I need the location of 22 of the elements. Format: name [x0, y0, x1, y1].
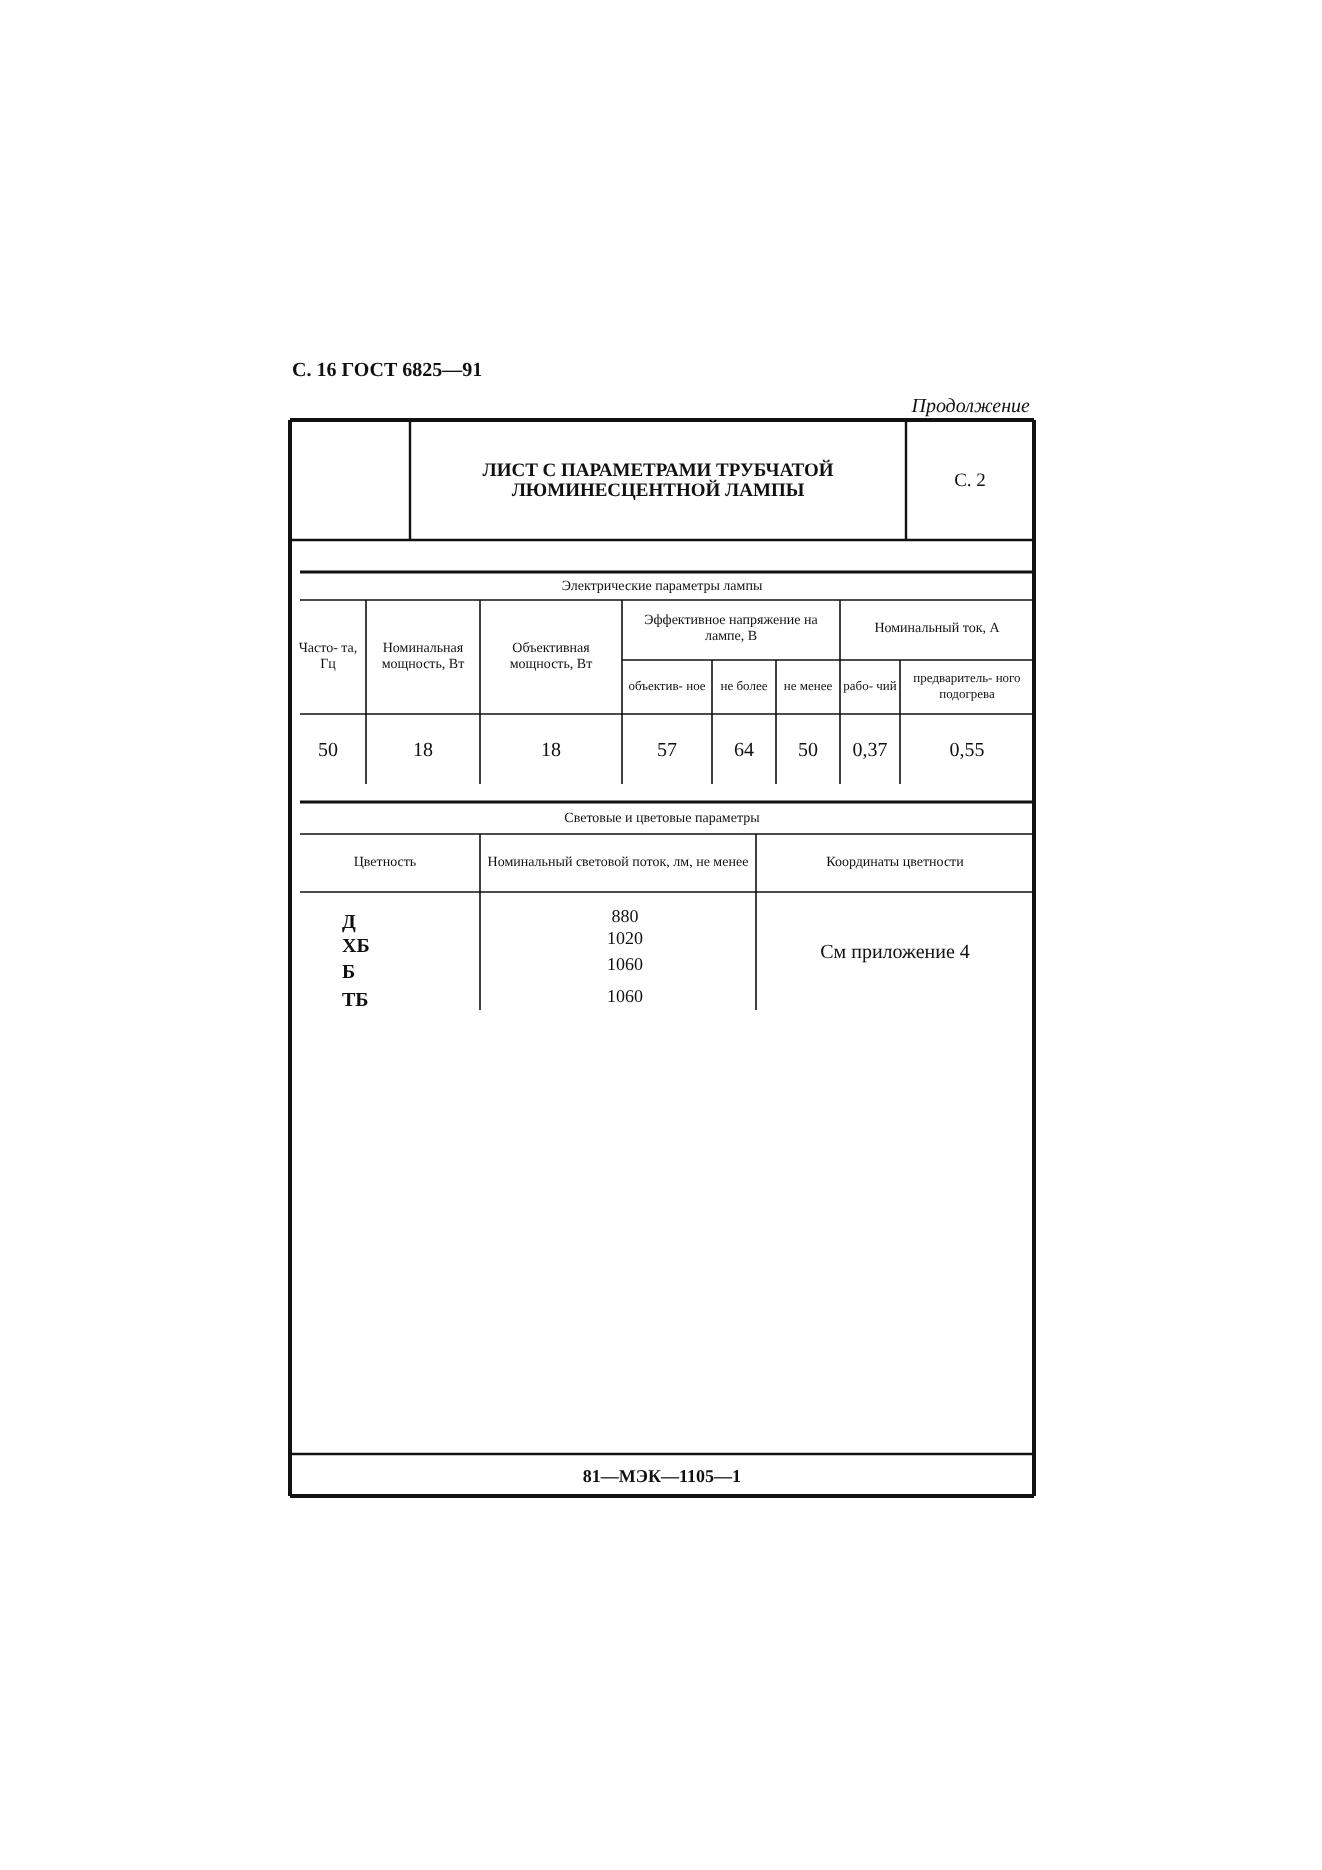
- table-value: 0,55: [947, 739, 987, 761]
- table-value: 18: [539, 739, 563, 761]
- table-value: 18: [411, 739, 435, 761]
- continuation-note: Продолжение: [909, 396, 1030, 418]
- color-code: Д: [342, 911, 358, 933]
- footer-code: 81—МЭК—1105—1: [580, 1467, 744, 1487]
- table-value: 57: [655, 739, 679, 761]
- color-code: Б: [342, 961, 358, 983]
- table-value: 64: [732, 739, 756, 761]
- reference-note: См приложение 4: [818, 942, 972, 964]
- page-number: С. 2: [952, 471, 988, 493]
- table-value: 50: [316, 739, 340, 761]
- page-header: С. 16 ГОСТ 6825—91: [292, 359, 485, 381]
- luminous-flux-value: 880: [609, 908, 641, 928]
- luminous-flux-value: 1060: [605, 987, 645, 1007]
- table-value: 0,37: [850, 739, 890, 761]
- table-value: 50: [796, 739, 820, 761]
- luminous-flux-value: 1020: [605, 930, 645, 950]
- document-title: ЛИСТ С ПАРАМЕТРАМИ ТРУБЧАТОЙ ЛЮМИНЕСЦЕНТНОЙ ЛАМПЫ: [480, 461, 836, 503]
- color-code: ХБ: [342, 935, 372, 957]
- color-code: ТБ: [342, 989, 371, 1011]
- luminous-flux-value: 1060: [605, 956, 645, 976]
